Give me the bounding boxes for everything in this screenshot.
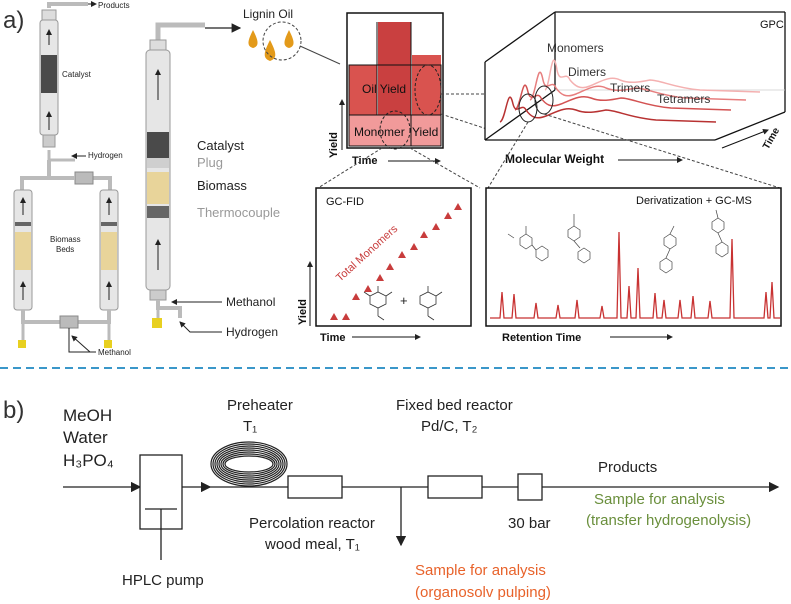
monomer-yield-label: Yield <box>412 125 438 139</box>
sample-orange-2: (organosolv pulping) <box>415 584 551 601</box>
fixed-bed-label-2: Pd/C, T₂ <box>421 418 478 435</box>
yield-box-x-axis: Time <box>352 155 377 167</box>
products-label: Products <box>598 459 657 476</box>
biomass-beds-label-1: Biomass <box>50 235 81 244</box>
fixed-bed-reactor <box>427 475 483 499</box>
fixed-bed-label-1: Fixed bed reactor <box>396 397 513 414</box>
plus-label: + <box>400 293 408 308</box>
big-catalyst-label: Catalyst <box>197 138 244 153</box>
back-pressure-regulator <box>517 473 543 501</box>
percolation-label-2: wood meal, T₁ <box>264 536 360 553</box>
gpc-peak-dimers: Dimers <box>568 65 606 79</box>
small-methanol-label: Methanol <box>98 348 131 357</box>
big-methanol-label: Methanol <box>226 295 275 309</box>
preheater-coil <box>210 441 288 487</box>
flow-diagram: MeOH Water H₃PO₄ HPLC pump Preheater T₁ … <box>63 397 780 601</box>
small-reactor: Products Catalyst Hydrogen Biomass Beds <box>13 1 131 357</box>
big-thermocouple-label: Thermocouple <box>197 205 280 220</box>
gcfid-y-axis: Yield <box>297 299 309 325</box>
small-products-label: Products <box>98 1 130 10</box>
biomass-beds-label-2: Beds <box>56 245 74 254</box>
gcms-x-axis: Retention Time <box>502 332 581 344</box>
preheater-label: Preheater <box>227 397 293 414</box>
pressure-label: 30 bar <box>508 515 551 532</box>
big-hydrogen-label: Hydrogen <box>226 325 278 339</box>
yield-box-y-axis: Yield <box>328 132 340 158</box>
gpc-panel: GPC Monomers Dimers Trimers Tetramers Mo… <box>484 11 786 189</box>
gcfid-x-axis: Time <box>320 332 345 344</box>
percolation-reactor <box>287 475 343 499</box>
sample-green-2: (transfer hydrogenolysis) <box>586 512 751 529</box>
hplc-pump-label: HPLC pump <box>122 572 204 589</box>
sample-orange-1: Sample for analysis <box>415 562 546 579</box>
panel-b-label: b) <box>3 397 24 424</box>
feed-meoh: MeOH <box>63 406 112 425</box>
gcms-panel: Derivatization + GC-MS Retention Time <box>485 187 782 344</box>
gcfid-panel: GC-FID Total Monomers + <box>297 187 472 344</box>
big-biomass-label: Biomass <box>197 178 247 193</box>
small-hydrogen-label: Hydrogen <box>88 151 123 160</box>
gpc-peak-monomers: Monomers <box>547 41 604 55</box>
panel-a-label: a) <box>3 7 24 34</box>
preheater-temp: T₁ <box>243 418 257 435</box>
lignin-oil-drops: Lignin Oil <box>243 7 341 65</box>
monomer-structure-1 <box>363 286 393 321</box>
percolation-label-1: Percolation reactor <box>249 515 375 532</box>
oil-yield-label: Oil Yield <box>362 82 406 96</box>
gpc-peak-trimers: Trimers <box>610 81 650 95</box>
gcms-structures <box>507 209 729 274</box>
gpc-title: GPC <box>760 19 784 31</box>
small-catalyst-label: Catalyst <box>62 70 92 79</box>
lignin-oil-label: Lignin Oil <box>243 7 293 21</box>
big-plug-label: Plug <box>197 155 223 170</box>
gpc-depth-axis: Time <box>761 126 782 152</box>
big-reactor: Catalyst Plug Biomass Thermocouple Metha… <box>145 22 280 339</box>
yield-box: Oil Yield Monomer Yield Yield Time <box>317 12 491 189</box>
gcms-title: Derivatization + GC-MS <box>636 195 752 207</box>
sample-green-1: Sample for analysis <box>594 491 725 508</box>
feed-water: Water <box>63 428 108 447</box>
gcfid-points <box>330 203 462 320</box>
gpc-peak-tetramers: Tetramers <box>657 92 710 106</box>
monomer-label: Monomer <box>354 125 405 139</box>
monomer-structure-2 <box>419 286 443 321</box>
feed-h3po4: H₃PO₄ <box>63 451 114 470</box>
gcfid-title: GC-FID <box>326 196 364 208</box>
gpc-x-axis: Molecular Weight <box>505 152 604 166</box>
